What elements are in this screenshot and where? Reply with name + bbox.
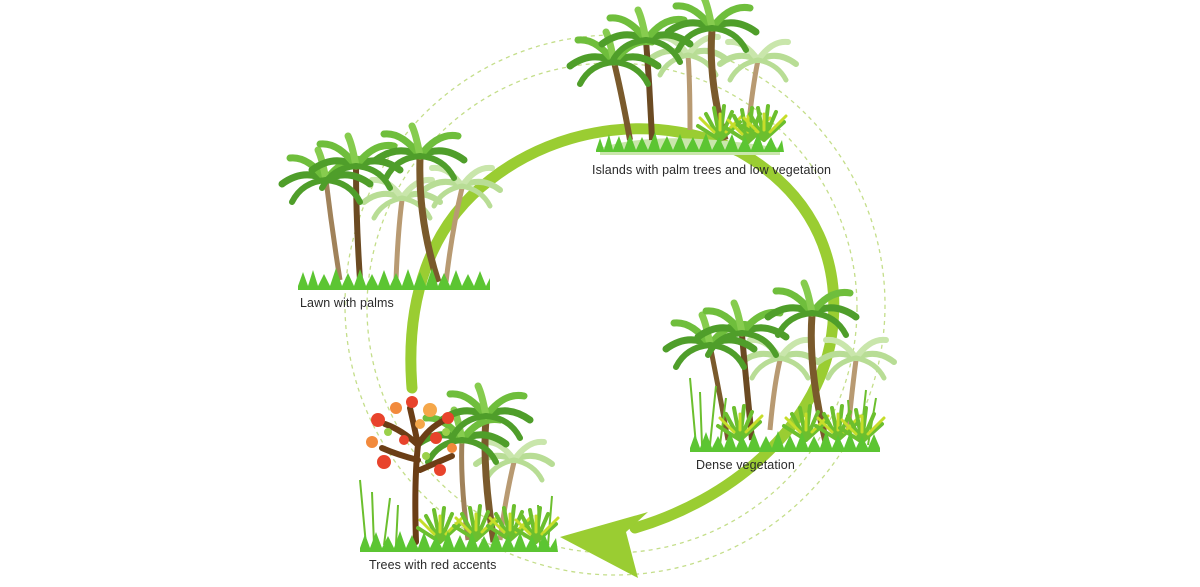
label-islands: Islands with palm trees and low vegetati…: [592, 163, 832, 177]
label-dense: Dense vegetation: [696, 458, 795, 472]
illustration-lawn: [282, 126, 500, 290]
label-red-accents: Trees with red accents: [369, 558, 497, 572]
label-lawn: Lawn with palms: [300, 296, 394, 310]
illustration-islands: [570, 0, 796, 155]
illustration-red-accents: [359, 386, 560, 552]
illustration-dense: [666, 283, 894, 452]
